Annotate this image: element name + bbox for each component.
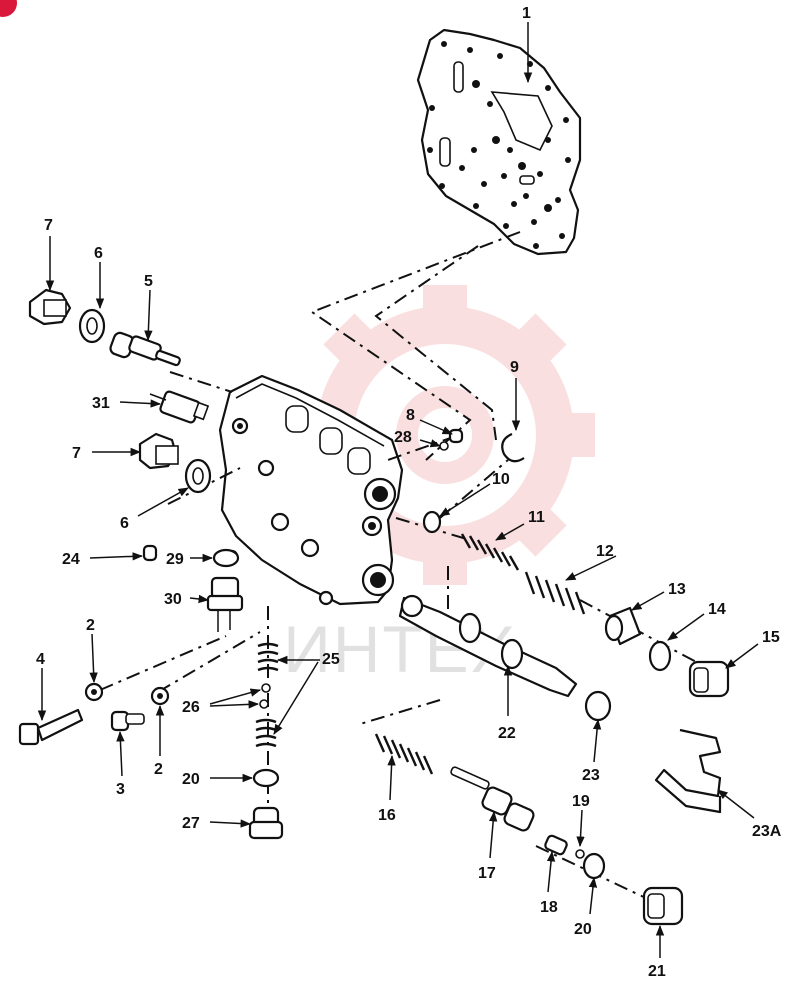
callout-23: 23	[582, 767, 600, 784]
callout-3: 3	[116, 781, 125, 798]
route-line-plate	[309, 231, 521, 461]
ball-26-lower	[259, 699, 269, 709]
valve-body	[218, 374, 404, 606]
washer-10	[422, 510, 442, 534]
callout-21: 21	[648, 963, 666, 980]
screw-3	[110, 710, 145, 732]
sensor-31	[149, 390, 210, 424]
spring-12	[524, 571, 586, 615]
ball-26-upper	[261, 683, 271, 693]
callout-1: 1	[522, 5, 531, 22]
callout-22: 22	[498, 725, 516, 742]
spring-25-lower	[255, 718, 277, 748]
valve-spool-22	[398, 594, 578, 698]
callout-24: 24	[62, 551, 80, 568]
callout-6-upper: 6	[94, 245, 103, 262]
clip-9	[501, 432, 525, 463]
o-ring-14	[648, 640, 672, 672]
leader-lines	[37, 22, 759, 958]
callout-2-mid: 2	[154, 761, 163, 778]
plug-7-upper	[28, 288, 72, 326]
axis-line-3	[157, 631, 261, 693]
callout-17: 17	[478, 865, 496, 882]
spring-16	[374, 733, 434, 775]
callout-20-left: 20	[182, 771, 200, 788]
plug-7-lower	[138, 432, 179, 470]
callout-18: 18	[540, 899, 558, 916]
callout-14: 14	[708, 601, 726, 618]
spring-11	[460, 533, 520, 571]
callout-16: 16	[378, 807, 396, 824]
callout-7-lower: 7	[72, 445, 81, 462]
ball-19	[575, 849, 585, 859]
axis-line-8	[387, 435, 457, 461]
callout-13: 13	[668, 581, 686, 598]
o-ring-20-left	[252, 768, 280, 788]
callout-11: 11	[528, 509, 545, 526]
callout-23a: 23A	[752, 823, 782, 840]
axis-line-4	[99, 635, 227, 691]
washer-23	[584, 690, 612, 722]
callout-labels: 1 7 6 5 31 7 6 24 29 30 4 2 3 2 25 26 20…	[36, 5, 782, 980]
axis-line-5	[169, 371, 233, 393]
callout-26: 26	[182, 699, 200, 716]
callout-19: 19	[572, 793, 590, 810]
callout-5: 5	[144, 273, 153, 290]
valve-5	[109, 331, 181, 367]
bolt-4	[18, 708, 84, 746]
plug-24	[142, 544, 158, 562]
plug-21	[642, 886, 684, 926]
callout-25: 25	[322, 651, 340, 668]
callout-27: 27	[182, 815, 200, 832]
ball-28	[439, 441, 449, 451]
o-ring-20-right	[582, 852, 606, 880]
switch-30	[206, 576, 244, 632]
valve-17	[450, 766, 535, 832]
callout-4: 4	[36, 651, 45, 668]
o-ring-29	[212, 548, 240, 568]
callout-15: 15	[762, 629, 780, 646]
callout-10: 10	[492, 471, 510, 488]
bracket-23a	[654, 728, 722, 814]
route-line-plate-2	[374, 245, 497, 441]
callout-29: 29	[166, 551, 184, 568]
callout-9: 9	[510, 359, 519, 376]
plug-8	[448, 428, 464, 444]
cup-13	[604, 606, 642, 646]
callout-7-upper: 7	[44, 217, 53, 234]
plug-27	[248, 806, 284, 840]
axis-line-16	[359, 699, 441, 725]
spring-25-upper	[257, 642, 279, 672]
callout-31: 31	[92, 395, 110, 412]
separator-plate	[416, 28, 582, 256]
callout-6-lower: 6	[120, 515, 129, 532]
callout-30: 30	[164, 591, 182, 608]
callout-2-left: 2	[86, 617, 95, 634]
callout-12: 12	[596, 543, 614, 560]
plug-15	[688, 660, 730, 698]
callout-8: 8	[406, 407, 415, 424]
callout-28: 28	[394, 429, 412, 446]
corner-badge[interactable]	[0, 0, 17, 17]
callout-20-right: 20	[574, 921, 592, 938]
